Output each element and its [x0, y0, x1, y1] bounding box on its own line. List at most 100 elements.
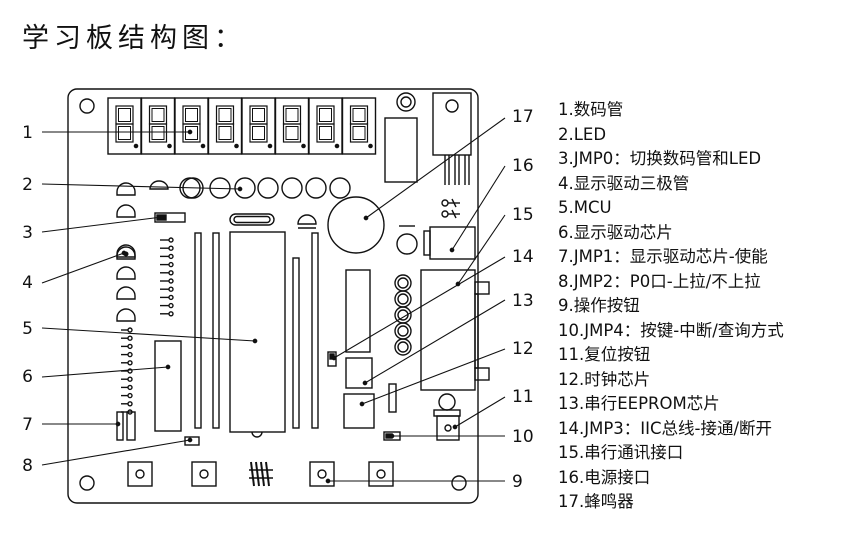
leader-line [41, 252, 125, 284]
driver-transistors [116, 182, 136, 322]
switch-contact-1 [441, 199, 449, 207]
resistor-pin [168, 311, 174, 317]
header-strip-2 [212, 232, 220, 429]
led-stack [394, 274, 412, 356]
leader-line [41, 327, 256, 342]
switch-tick-1 [451, 198, 457, 208]
segment-lower-inner [252, 126, 265, 140]
serial-port-ear-top [474, 281, 490, 295]
reset-button-cap-ring [438, 393, 456, 411]
callout-number: 1 [22, 123, 33, 143]
callout-number: 9 [512, 472, 523, 492]
legend-item-9: 9.操作按钮 [558, 296, 640, 315]
callout-number: 2 [22, 175, 33, 195]
resistor-pins-upper [160, 237, 174, 317]
stack-led-inner [397, 309, 409, 321]
stack-led-inner [397, 293, 409, 305]
segment-dp [234, 143, 239, 149]
power-jack-tab [423, 230, 431, 256]
operation-button-cap [135, 469, 145, 479]
callout-number: 10 [512, 427, 534, 447]
operation-button [191, 461, 217, 487]
leader-dot [165, 364, 171, 370]
leader-dot [359, 401, 365, 407]
segment-upper-inner [285, 108, 299, 122]
operation-button [127, 461, 153, 487]
transistor-half [116, 246, 136, 260]
crystal [229, 213, 275, 226]
segment-upper-inner [118, 108, 131, 122]
buzzer [327, 196, 385, 254]
legend-item-2: 2.LED [558, 124, 607, 144]
segment-dp [368, 143, 373, 149]
leader-line [41, 183, 241, 190]
reset-led-ring [396, 92, 416, 112]
legend-item-1: 1.数码管 [558, 100, 624, 119]
jmp1-pin-b [126, 411, 136, 441]
callout-number: 7 [22, 415, 33, 435]
transistor-half [116, 266, 136, 280]
stack-led-inner [397, 277, 409, 289]
leader-dot [449, 247, 455, 253]
resistor-pin [168, 237, 174, 243]
segment-lower-inner [151, 126, 165, 140]
segment-lower [148, 123, 168, 143]
clock-crystal [388, 383, 397, 413]
segment-lower [249, 123, 268, 143]
transistor-half [116, 308, 136, 322]
resistor-pin [127, 401, 133, 407]
segment-upper-inner [185, 108, 198, 122]
page-title: 学习板结构图： [22, 23, 246, 54]
leader-dot [187, 129, 193, 135]
resistor-pin [127, 327, 133, 333]
segment-upper-inner [218, 108, 232, 122]
clock-chip [343, 393, 375, 429]
resistor-pins-lower [121, 327, 133, 415]
resistor-pin [168, 245, 174, 251]
regulator-hole [445, 99, 459, 113]
legend-item-7: 7.JMP1：显示驱动芯片-使能 [558, 247, 768, 266]
connector-pin [250, 461, 255, 487]
segment-lower-inner [185, 126, 198, 140]
leader-line [365, 117, 506, 219]
legend-item-13: 13.串行EEPROM芯片 [558, 394, 720, 413]
seven-segment-display [107, 97, 377, 155]
segment-digit-glyph [282, 105, 306, 149]
callout-number: 3 [22, 223, 33, 243]
header-strip-3 [292, 257, 300, 429]
transistor-half [116, 286, 136, 300]
callout-number: 12 [512, 339, 534, 359]
resistor-pin [127, 384, 133, 391]
connector-pin [265, 461, 270, 487]
segment-dp [167, 143, 172, 149]
transistor-half [116, 182, 136, 196]
leader-line [41, 216, 163, 233]
legend-item-11: 11.复位按钮 [558, 345, 651, 364]
leader-dot [121, 250, 127, 256]
leader-dot [389, 433, 395, 439]
callout-number: 6 [22, 367, 33, 387]
small-capacitor [396, 233, 418, 255]
leader-lines [41, 117, 506, 484]
segment-lower [215, 123, 235, 143]
segment-lower-inner [352, 126, 366, 140]
switch-tick-2 [451, 209, 457, 219]
connector-pin [255, 461, 260, 487]
leader-dot [331, 355, 337, 361]
operation-button-cap [317, 469, 327, 479]
segment-dp [301, 143, 306, 149]
leader-line [451, 165, 506, 251]
resistor-pin [168, 278, 174, 284]
segment-digit-glyph [316, 105, 340, 149]
segment-upper-inner [252, 108, 265, 122]
callout-number: 14 [512, 247, 534, 267]
legend-item-4: 4.显示驱动三极管 [558, 173, 690, 193]
resistor-pin [168, 253, 174, 260]
resistor-pin [127, 335, 133, 341]
legend-list: 1.数码管 2.LED 3.JMP0：切换数码管和LED 4.显示驱动三极管 5… [558, 98, 784, 515]
mounting-hole-bottom-left [79, 475, 95, 491]
segment-digit-glyph [215, 105, 239, 149]
reset-button-body [436, 415, 460, 441]
segment-upper-inner [151, 108, 165, 122]
segment-lower-inner [218, 126, 232, 140]
